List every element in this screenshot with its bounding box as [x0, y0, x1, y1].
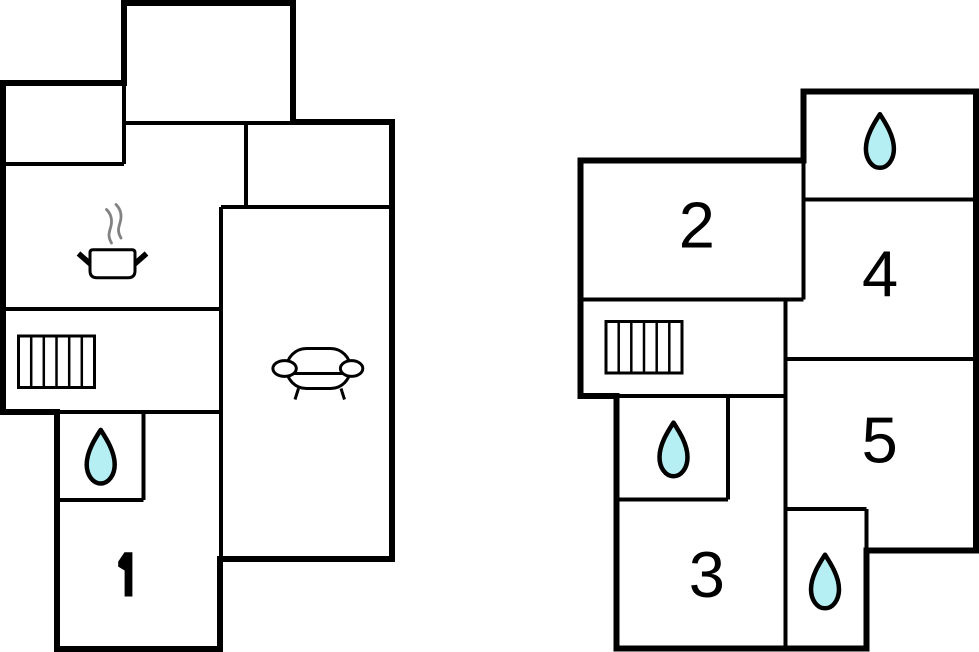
svg-text:4: 4: [862, 237, 898, 310]
svg-text:3: 3: [689, 538, 725, 611]
svg-text:2: 2: [679, 188, 715, 261]
svg-text:5: 5: [862, 403, 898, 476]
